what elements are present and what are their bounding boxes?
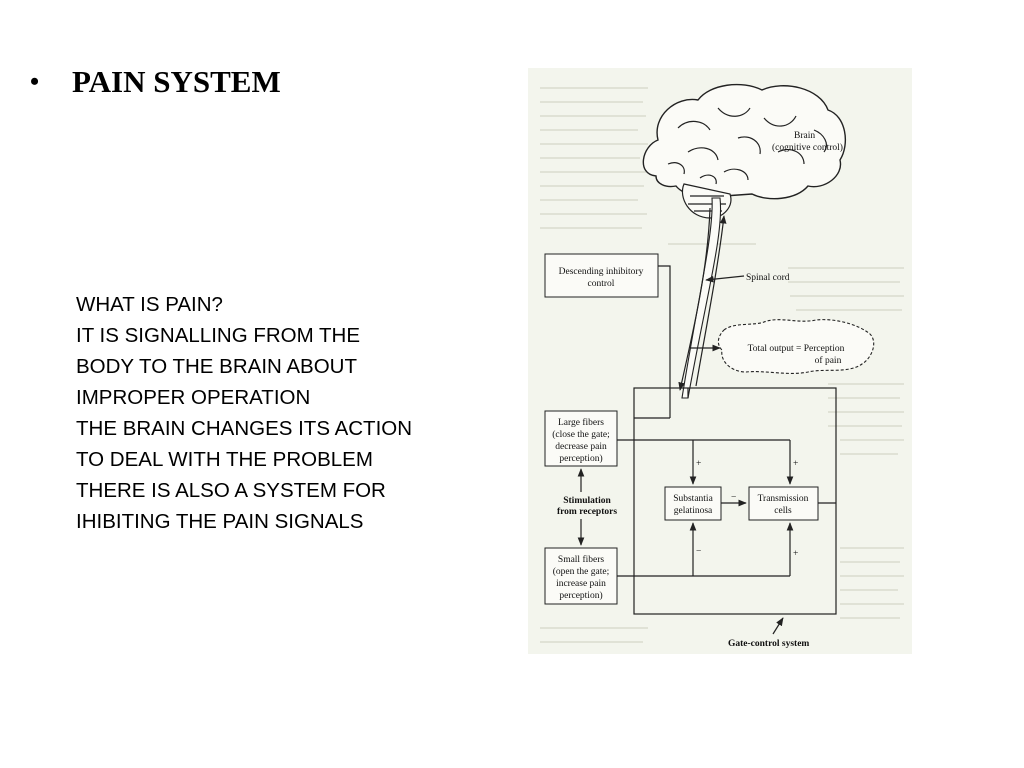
large-fibers-label: Large fibers [558, 417, 604, 428]
total-output-label: Total output = Perception [748, 344, 845, 354]
body-line: IMPROPER OPERATION [76, 386, 311, 409]
descending-connector [658, 265, 671, 418]
gate-control-enclosure [633, 387, 837, 615]
stimulation-label: Stimulation [563, 496, 611, 506]
title-text: PAIN SYSTEM [72, 64, 281, 99]
total-output-cloud [717, 319, 875, 374]
body-line: THE BRAIN CHANGES ITS ACTION [76, 417, 413, 440]
slide-title: • PAIN SYSTEM [30, 62, 281, 102]
sign-minus: − [731, 493, 736, 503]
sign-plus: + [696, 459, 701, 469]
gate-control-caption: Gate-control system [728, 639, 809, 649]
body-line: BODY TO THE BRAIN ABOUT [76, 355, 358, 378]
body-line: WHAT IS PAIN? [76, 293, 223, 316]
transmission-label: Transmission [758, 494, 809, 504]
substantia-label: Substantia [673, 494, 713, 504]
small-fibers-label: Small fibers [558, 554, 604, 565]
caption-arrow [772, 617, 784, 635]
small-fibers-label: (open the gate; [553, 566, 609, 577]
large-fibers-box [544, 410, 618, 467]
brain-label: Brain [794, 131, 815, 141]
stimulation-label: from receptors [557, 507, 617, 517]
small-fibers-label: increase pain [556, 579, 606, 589]
spinal-cord-label: Spinal cord [746, 273, 790, 283]
body-line: TO DEAL WITH THE PROBLEM [76, 448, 373, 471]
descending-box-label: control [588, 279, 615, 289]
large-fibers-label: decrease pain [555, 442, 607, 452]
total-output-label: of pain [815, 355, 842, 366]
sign-plus: + [793, 459, 798, 469]
substantia-gelatinosa-box [664, 486, 722, 521]
large-fibers-label: (close the gate; [552, 429, 610, 440]
small-fibers-label: perception) [559, 590, 602, 601]
sign-plus: + [793, 549, 798, 559]
gate-control-figure: Brain (cognitive control) Spinal cord De… [528, 68, 912, 654]
background-print [540, 87, 904, 643]
body-line: THERE IS ALSO A SYSTEM FOR [76, 479, 386, 502]
descending-inhibitory-box [544, 253, 659, 298]
gate-wiring [617, 439, 836, 577]
body-line: IHIBITING THE PAIN SIGNALS [76, 510, 364, 533]
sign-minus: − [696, 547, 701, 557]
body-text: WHAT IS PAIN? IT IS SIGNALLING FROM THE … [76, 289, 506, 537]
substantia-label: gelatinosa [674, 506, 713, 516]
transmission-label: cells [774, 506, 792, 516]
brain-label: (cognitive control) [772, 142, 843, 153]
body-line: IT IS SIGNALLING FROM THE [76, 324, 361, 347]
gate-control-diagram: Brain (cognitive control) Spinal cord De… [540, 83, 904, 649]
brain-illustration: Brain (cognitive control) [642, 83, 847, 219]
bullet-icon: • [30, 67, 40, 96]
descending-box-label: Descending inhibitory [559, 267, 644, 277]
large-fibers-label: perception) [559, 453, 602, 464]
